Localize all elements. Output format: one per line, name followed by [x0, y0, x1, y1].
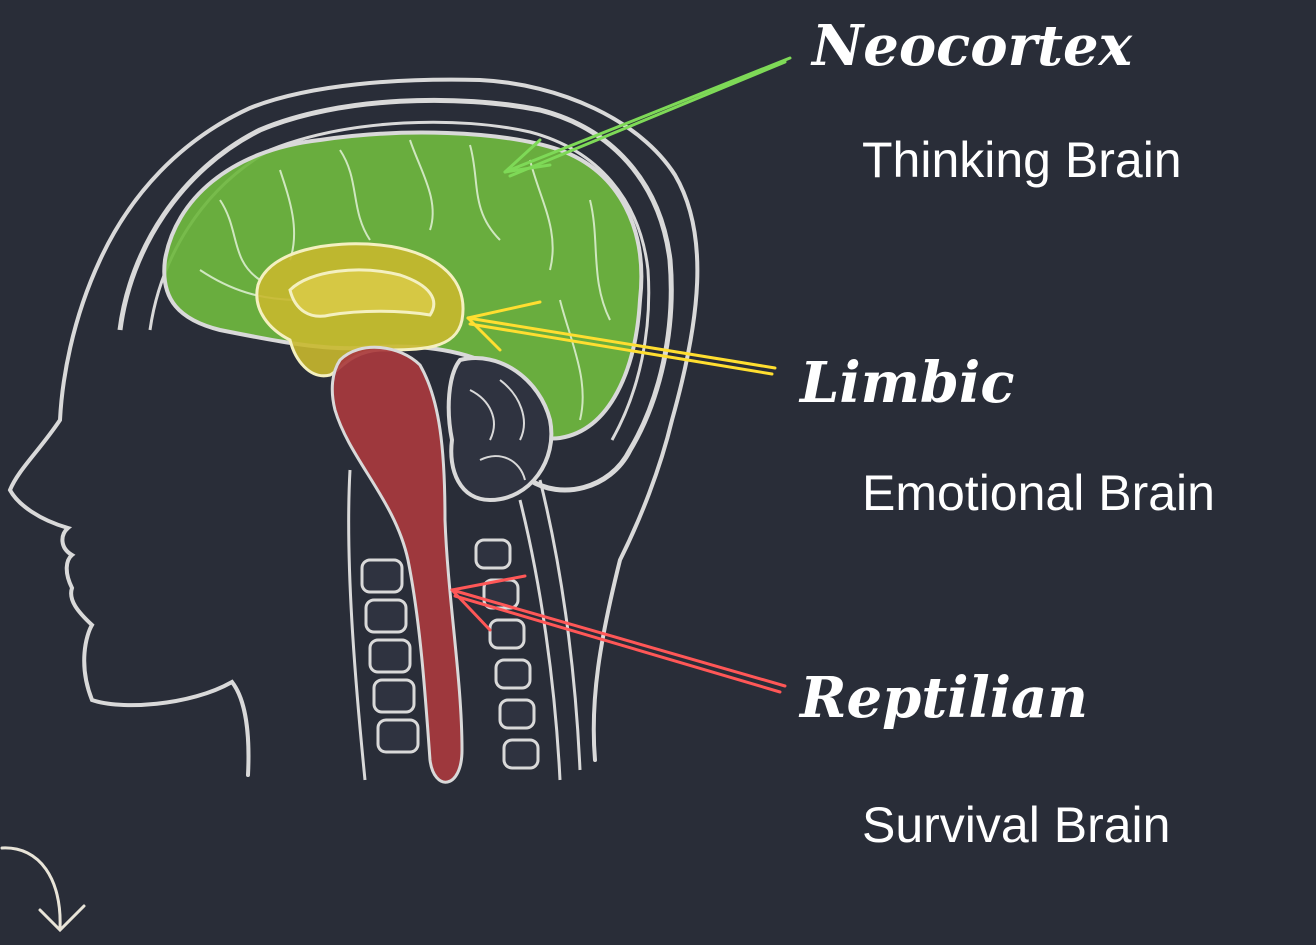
reptilian-title: Reptilian — [800, 670, 1088, 726]
neocortex-subtitle: Thinking Brain — [862, 135, 1182, 185]
neocortex-title: Neocortex — [812, 18, 1132, 74]
reptilian-subtitle: Survival Brain — [862, 800, 1170, 850]
limbic-subtitle: Emotional Brain — [862, 468, 1215, 518]
limbic-title: Limbic — [800, 355, 1014, 411]
curved-arrow-icon — [2, 848, 84, 930]
